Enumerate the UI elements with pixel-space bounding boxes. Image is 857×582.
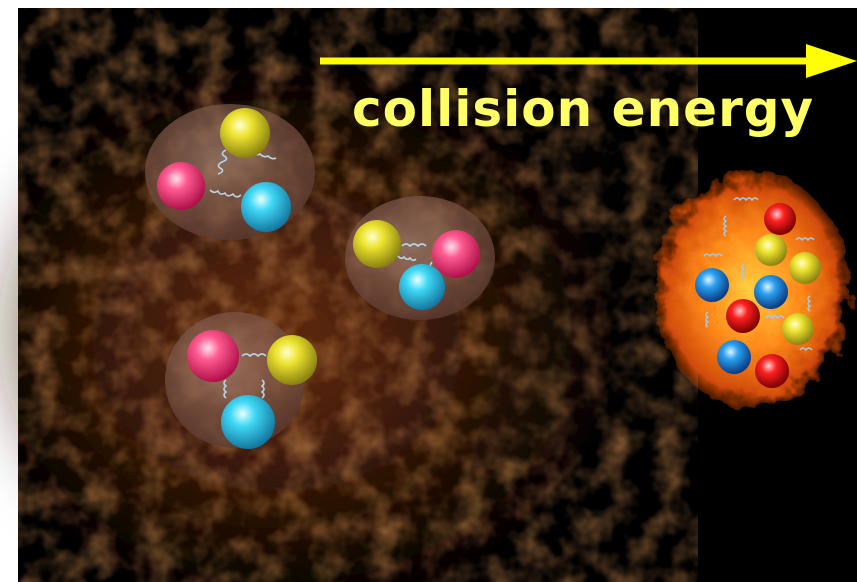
red-quark-icon [157, 162, 205, 210]
yellow-quark-icon [353, 220, 401, 268]
hadron-bubble-1 [145, 104, 315, 240]
yellow-quark-icon [267, 335, 317, 385]
yellow-quark-icon [789, 252, 821, 284]
hadron-bubble-2 [345, 196, 495, 320]
collision-energy-arrow [320, 44, 857, 78]
red-quark-icon [755, 354, 789, 388]
red-quark-icon [432, 230, 480, 278]
spring-icon [703, 197, 815, 352]
yellow-quark-icon [782, 313, 814, 345]
red-quark-icon [764, 203, 796, 235]
collision-energy-label: collision energy [352, 80, 815, 138]
blue-quark-icon [221, 395, 275, 449]
quark-gluon-plasma [654, 172, 850, 408]
spring-icon [223, 353, 267, 399]
hadron-bubble-3 [165, 312, 317, 449]
red-quark-icon [726, 299, 760, 333]
blue-quark-icon [695, 268, 729, 302]
zoom-cone [470, 110, 700, 470]
yellow-quark-icon [220, 108, 270, 158]
blue-quark-icon [241, 182, 291, 232]
blue-quark-icon [717, 340, 751, 374]
blue-quark-icon [399, 264, 445, 310]
yellow-quark-icon [755, 234, 787, 266]
red-quark-icon [187, 330, 239, 382]
blue-quark-icon [754, 275, 788, 309]
